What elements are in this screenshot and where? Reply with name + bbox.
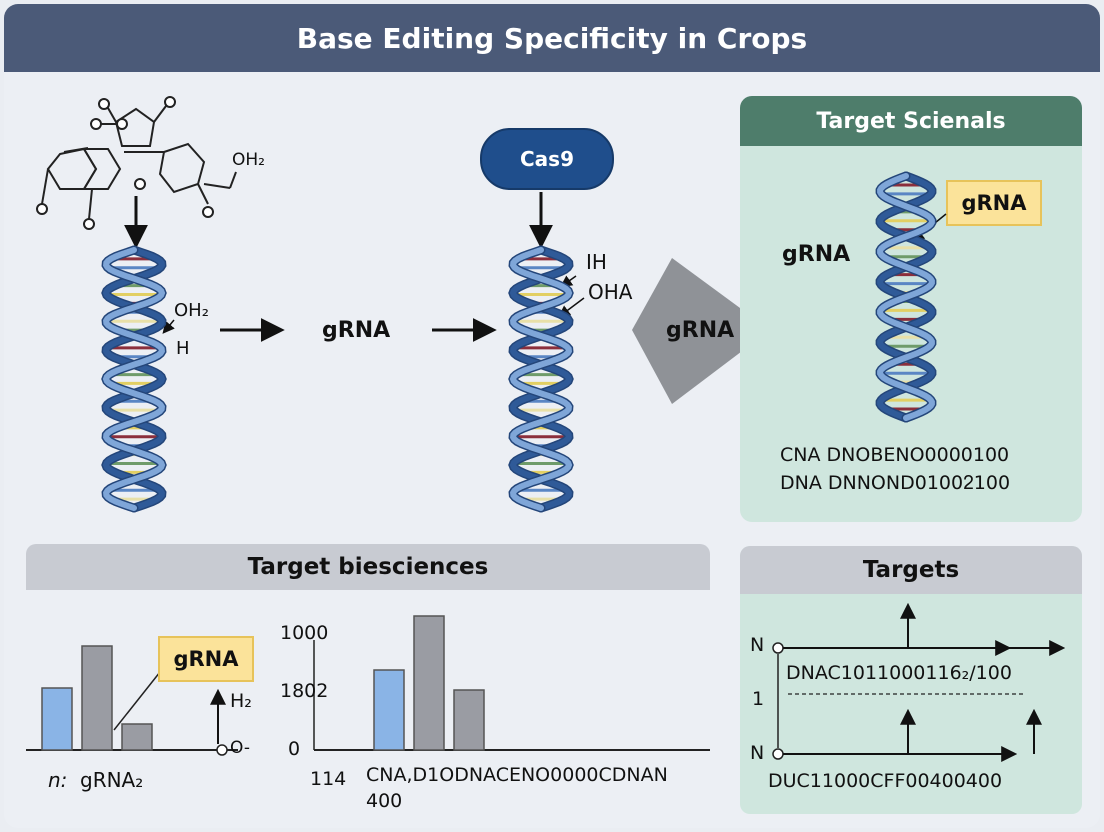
left-chart-grna-tag: gRNA xyxy=(158,636,254,682)
y-tick-1000: 1000 xyxy=(280,622,329,644)
targets-title: Targets xyxy=(740,546,1082,594)
x-label-114: 114 xyxy=(310,768,347,790)
cas9-protein: Cas9 xyxy=(480,128,614,190)
target-grna-tag: gRNA xyxy=(946,180,1042,226)
x-label-400: 400 xyxy=(366,790,403,812)
oh2-label-helix: OH₂ xyxy=(174,300,209,321)
left-footer-grna: gRNA₂ xyxy=(80,768,144,792)
target-panel-title: Target Scienals xyxy=(740,96,1082,146)
diagram-frame: Base Editing Specificity in Crops xyxy=(4,4,1100,828)
target-grna-side-label: gRNA xyxy=(782,242,851,267)
y-tick-1802: 1802 xyxy=(280,680,329,702)
left-footer-n: n: xyxy=(48,768,68,792)
targets-one: 1 xyxy=(752,688,765,710)
targets-n-top: N xyxy=(750,634,765,656)
page-title: Base Editing Specificity in Crops xyxy=(4,4,1100,72)
diagram-canvas xyxy=(36,96,845,513)
ih-label: IH xyxy=(586,250,607,274)
h-label-helix: H xyxy=(176,338,190,359)
targets-n-bottom: N xyxy=(750,742,765,764)
target-seq-line-1: CNA DNOBENO0000100 xyxy=(780,444,1010,466)
arrow-oh2 xyxy=(162,319,175,334)
h2-label: H₂ xyxy=(230,690,252,712)
biosciences-title: Target biesciences xyxy=(26,544,710,590)
dna-helix-2 xyxy=(508,245,574,513)
chevron-grna-label: gRNA xyxy=(666,318,735,343)
oh2-label-top: OH₂ xyxy=(232,150,265,170)
targets-seq-bottom: DUC11000CFF00400400 xyxy=(768,770,1003,792)
y-tick-0: 0 xyxy=(288,738,301,760)
x-label-sequence: CNA,D1ODNACENO0000CDNAN xyxy=(366,764,668,786)
target-seq-line-2: DNA DNNOND0100ᒿ100 xyxy=(780,472,1011,494)
grna-label-1: gRNA xyxy=(322,318,391,343)
o-label: O- xyxy=(230,738,250,758)
dna-helix-1 xyxy=(101,245,167,513)
grna-chevron-shape xyxy=(632,258,770,404)
molecule-structure xyxy=(36,96,237,230)
targets-seq-top: DNAC1011000116₂/100 xyxy=(786,662,1012,684)
oha-label: OHA xyxy=(588,280,633,304)
targets-panel: Targets xyxy=(740,546,1082,814)
